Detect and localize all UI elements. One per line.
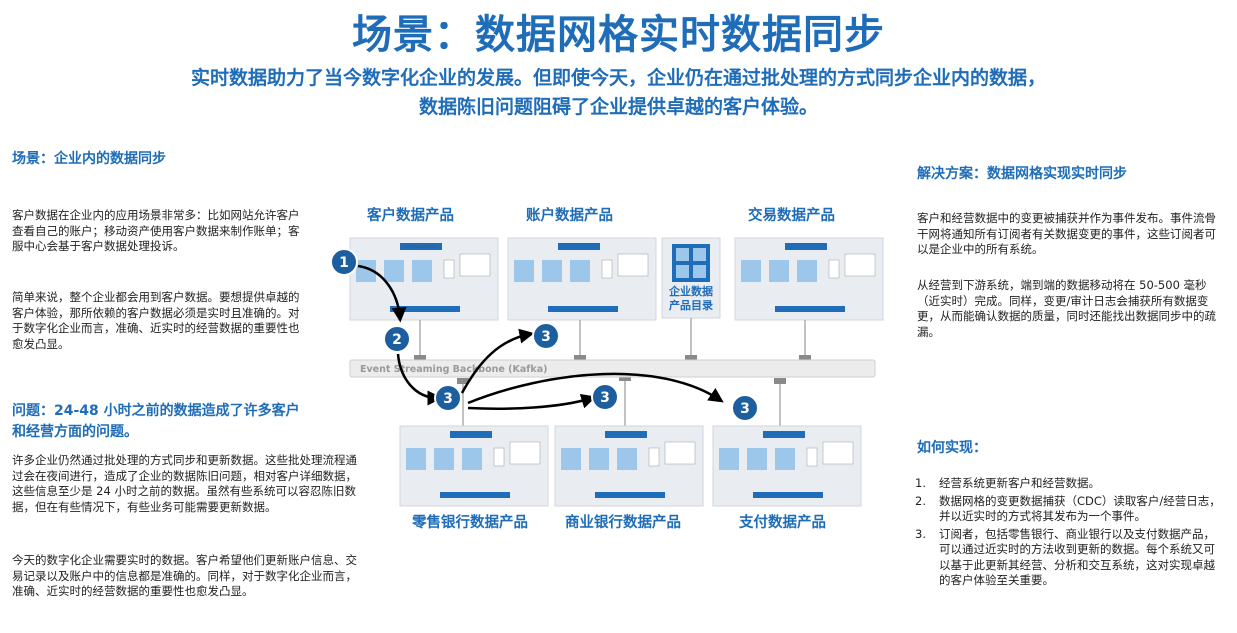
arrow-3-to-3-right bbox=[467, 372, 724, 405]
arrow-3-to-3-top bbox=[460, 328, 535, 394]
scenario-paragraph-1: 客户数据在企业内的应用场景非常多：比如网站允许客户查看自己的账户；移动资产使用客… bbox=[12, 208, 300, 253]
product-title-retail-banking: 零售银行数据产品 bbox=[411, 513, 528, 531]
how-heading: 如何实现： bbox=[917, 440, 987, 456]
problem-heading: 问题：24-48 小时之前的数据造成了许多客户和经营方面的问题。 bbox=[12, 403, 300, 440]
how-step-3: 3. 订阅者，包括零售银行、商业银行以及支付数据产品，可以通过近实时的方法收到更… bbox=[913, 527, 1225, 589]
step-text: 数据网格的变更数据捕获（CDC）读取客户/经营日志，并以近实时的方式将其发布为一… bbox=[939, 493, 1221, 524]
transaction-data-product-panel bbox=[734, 237, 884, 321]
scenario-paragraph-2: 简单来说，整个企业都会用到客户数据。要想提供卓越的客户体验，那所依赖的客户数据必… bbox=[12, 290, 300, 351]
problem-paragraph-1: 许多企业仍然通过批处理的方式同步和更新数据。这些批处理流程通过会在夜间进行，造成… bbox=[12, 453, 357, 514]
retail-banking-panel bbox=[399, 425, 549, 507]
badge-3-mid: 3 bbox=[591, 383, 619, 411]
badge-3-top-label: 3 bbox=[541, 329, 551, 345]
arrow-3-to-3-mid bbox=[467, 393, 597, 410]
backbone-label: Event Streaming Backbone (Kafka) bbox=[360, 364, 547, 375]
page-title: 场景：数据网格实时数据同步 bbox=[352, 12, 885, 58]
step-text: 订阅者，包括零售银行、商业银行以及支付数据产品，可以通过近实时的方法收到更新的数… bbox=[939, 526, 1215, 588]
arrow-1-to-2 bbox=[357, 264, 407, 323]
how-step-2: 2. 数据网格的变更数据捕获（CDC）读取客户/经营日志，并以近实时的方式将其发… bbox=[913, 494, 1225, 525]
product-title-customer: 客户数据产品 bbox=[366, 206, 454, 224]
product-title-commercial-banking: 商业银行数据产品 bbox=[565, 513, 681, 531]
product-title-account: 账户数据产品 bbox=[526, 206, 613, 224]
badge-2: 2 bbox=[383, 325, 411, 353]
arrow-2-to-3 bbox=[396, 353, 443, 406]
product-title-transaction: 交易数据产品 bbox=[748, 206, 835, 224]
catalog-panel: 企业数据 产品目录 bbox=[661, 237, 721, 319]
payments-panel bbox=[712, 425, 862, 507]
catalog-label-line-1: 企业数据 bbox=[668, 284, 713, 298]
subtitle-line-1: 实时数据助力了当今数字化企业的发展。但即使今天，企业仍在通过批处理的方式同步企业… bbox=[190, 67, 1046, 89]
backbone-connectors bbox=[419, 318, 806, 426]
solution-paragraph-2: 从经营到下游系统，端到端的数据移动将在 50-500 毫秒（近实时）完成。同样，… bbox=[917, 278, 1216, 339]
connector-nubs bbox=[414, 355, 811, 384]
badge-3-right: 3 bbox=[731, 394, 759, 422]
step-number: 1. bbox=[915, 476, 926, 490]
solution-heading: 解决方案：数据网格实现实时同步 bbox=[917, 166, 1127, 182]
badge-3-right-label: 3 bbox=[740, 401, 750, 417]
subtitle-line-2: 数据陈旧问题阻碍了企业提供卓越的客户体验。 bbox=[418, 96, 818, 118]
account-data-product-panel bbox=[507, 237, 657, 321]
step-number: 2. bbox=[915, 493, 926, 508]
customer-data-product-panel: Data Product APIs bbox=[349, 237, 499, 321]
step-text: 经营系统更新客户和经营数据。 bbox=[939, 476, 1100, 490]
badge-3-center: 3 bbox=[434, 384, 462, 412]
badge-3-top: 3 bbox=[532, 322, 560, 350]
catalog-label-line-2: 产品目录 bbox=[669, 298, 713, 312]
product-title-payments: 支付数据产品 bbox=[739, 513, 826, 531]
badge-1-label: 1 bbox=[339, 255, 349, 271]
badge-1: 1 bbox=[330, 248, 358, 276]
scenario-heading: 场景：企业内的数据同步 bbox=[12, 151, 166, 167]
badge-2-label: 2 bbox=[392, 332, 402, 348]
problem-paragraph-2: 今天的数字化企业需要实时的数据。客户希望他们更新账户信息、交易记录以及账户中的信… bbox=[12, 553, 357, 598]
solution-paragraph-1: 客户和经营数据中的变更被捕获并作为事件发布。事件流骨干网将通知所有订阅者有关数据… bbox=[917, 211, 1216, 256]
data-mesh-diagram: 客户数据产品 账户数据产品 交易数据产品 零售银行数据产品 商业银行数据产品 支… bbox=[330, 206, 884, 531]
badge-3-mid-label: 3 bbox=[600, 390, 610, 406]
flow-arrows bbox=[357, 264, 724, 410]
how-steps-list: 1. 经营系统更新客户和经营数据。 2. 数据网格的变更数据捕获（CDC）读取客… bbox=[913, 476, 1225, 591]
badge-3-center-label: 3 bbox=[443, 391, 453, 407]
commercial-banking-panel bbox=[554, 425, 704, 507]
page-subtitle: 实时数据助力了当今数字化企业的发展。但即使今天，企业仍在通过批处理的方式同步企业… bbox=[0, 64, 1237, 122]
step-number: 3. bbox=[915, 526, 926, 541]
how-step-1: 1. 经营系统更新客户和经营数据。 bbox=[913, 476, 1225, 492]
api-box-label: Data Product APIs bbox=[404, 245, 435, 249]
